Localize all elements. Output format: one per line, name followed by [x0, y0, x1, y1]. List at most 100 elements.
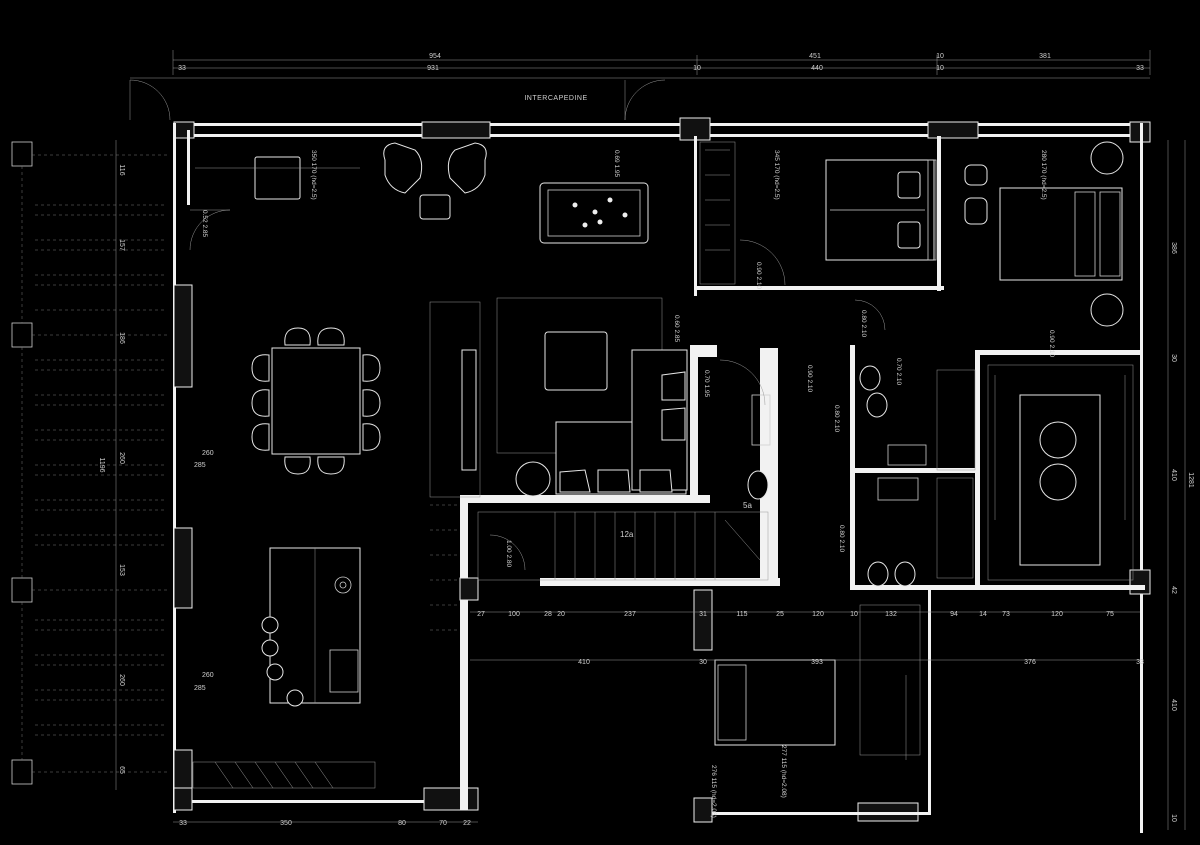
dim-mid-132: 132 — [885, 611, 897, 618]
dim-left-116: 116 — [118, 164, 125, 175]
dim-mid2-393: 393 — [811, 659, 823, 666]
dim-top-381: 381 — [1039, 53, 1051, 60]
dim-right-10: 10 — [1170, 814, 1177, 822]
window-label-0: 350 170 (hd=2.5) — [310, 150, 317, 200]
dim-mid-27: 27 — [477, 611, 485, 618]
dim-top-440: 440 — [811, 65, 823, 72]
dim-mid-120b: 120 — [1051, 611, 1063, 618]
dim-top-954: 954 — [429, 53, 441, 60]
dim-top-10a: 10 — [693, 65, 701, 72]
pillar-2 — [11, 322, 33, 348]
dim-left-186: 186 — [118, 332, 125, 344]
kitchen-dim-260b: 260 — [202, 672, 214, 679]
door-label-8: 1.00 2.80 — [505, 540, 512, 567]
door-label-6: 0.60 2.85 — [673, 315, 680, 342]
dim-mid-25: 25 — [776, 611, 784, 618]
dim-right-total: 1281 — [1187, 472, 1194, 488]
kitchen-dim-260a: 260 — [202, 450, 214, 457]
dim-mid-115: 115 — [736, 611, 747, 618]
dim-mid-31: 31 — [699, 611, 707, 618]
dim-mid-120a: 120 — [812, 611, 824, 618]
dim-right-410a: 410 — [1170, 469, 1177, 481]
window-label-2: 280 170 (hd=2.5) — [1040, 150, 1047, 200]
dim-bottom-33: 33 — [179, 820, 187, 827]
side-table — [419, 194, 451, 220]
dim-mid-10: 10 — [850, 611, 858, 618]
right-dimensions: 386 30 410 42 410 10 1281 — [1167, 140, 1194, 830]
doors: 0.52 2.85 0.69 1.95 0.90 2.10 0.90 2.10 … — [189, 79, 1055, 571]
dim-mid2-30: 30 — [699, 659, 707, 666]
bathrooms — [747, 365, 976, 587]
terrace-pergola: 116 157 186 260 153 260 65 1196 — [11, 79, 171, 790]
dim-top-33a: 33 — [178, 65, 186, 72]
dim-mid-75: 75 — [1106, 611, 1114, 618]
dim-mid2-410: 410 — [578, 659, 590, 666]
bed-2 — [999, 187, 1123, 281]
dim-mid-14: 14 — [979, 611, 987, 618]
top-dimensions: 954 451 10 381 33 931 10 440 10 33 INTER… — [130, 50, 1151, 102]
dim-top-451: 451 — [809, 53, 821, 60]
coffee-table — [544, 331, 608, 391]
dim-top-931: 931 — [427, 65, 439, 72]
armchair-2 — [447, 142, 487, 194]
pouf — [515, 461, 551, 497]
desk-chair — [254, 156, 301, 200]
dim-right-410b: 410 — [1170, 699, 1177, 711]
dim-left-260b: 260 — [118, 674, 125, 686]
dim-mid-237: 237 — [624, 611, 636, 618]
dim-mid-20: 20 — [557, 611, 565, 618]
bottom-dimensions: 33 350 80 70 22 — [173, 820, 478, 827]
intercapedine-label: INTERCAPEDINE — [524, 95, 587, 102]
pillar-3 — [11, 577, 33, 603]
door-label-10: 0.80 2.10 — [838, 525, 845, 552]
pillar-1 — [11, 141, 33, 167]
walls — [173, 117, 1151, 833]
dining-table — [271, 347, 361, 455]
dim-left-total: 1196 — [98, 457, 105, 472]
dim-mid-94: 94 — [950, 611, 958, 618]
dim-mid2-33: 33 — [1136, 659, 1144, 666]
door-label-1: 0.69 1.95 — [613, 150, 620, 177]
dim-right-30: 30 — [1170, 354, 1177, 362]
dim-right-42: 42 — [1170, 586, 1177, 594]
dim-mid-73: 73 — [1002, 611, 1010, 618]
tv-wall — [429, 301, 481, 498]
dim-bottom-70: 70 — [439, 820, 447, 827]
staircase: 12a 5a — [430, 501, 769, 631]
mid-dimensions: 27 100 28 20 237 31 115 25 120 10 132 94… — [470, 611, 1144, 666]
room-label-5a: 5a — [743, 501, 752, 510]
door-label-0: 0.52 2.85 — [201, 210, 208, 237]
dim-left-260a: 260 — [118, 452, 125, 464]
dim-mid2-376: 376 — [1024, 659, 1036, 666]
dim-left-153: 153 — [118, 564, 125, 576]
window-labels: 350 170 (hd=2.5) 345 170 (hd=2.5) 280 17… — [310, 150, 1047, 818]
dim-left-65: 65 — [118, 766, 125, 774]
door-label-3: 0.90 2.10 — [806, 365, 813, 392]
bedrooms — [699, 141, 1134, 760]
kitchen-dim-285a: 285 — [194, 462, 206, 469]
window-label-4: 276 115 (hd=2.08) — [710, 765, 717, 818]
door-label-2: 0.90 2.10 — [755, 262, 762, 289]
door-label-9: 0.70 1.95 — [703, 370, 710, 397]
armchair-1 — [383, 142, 423, 194]
living-area: 260 285 260 285 — [192, 142, 688, 789]
dim-bottom-350: 350 — [280, 820, 292, 827]
dim-right-386: 386 — [1170, 242, 1177, 254]
pillar-4 — [11, 759, 33, 785]
room-label-12a: 12a — [620, 530, 634, 539]
door-label-11: 0.90 2.10 — [1048, 330, 1055, 357]
window-label-3: 277 115 (hd=2.08) — [780, 745, 787, 798]
bed-3 — [714, 659, 836, 746]
tv-console — [461, 349, 477, 471]
door-label-5: 0.70 2.10 — [895, 358, 902, 385]
dim-top-10b: 10 — [936, 65, 944, 72]
dim-top-33b: 33 — [1136, 65, 1144, 72]
dim-top-10: 10 — [936, 53, 944, 60]
dim-bottom-80: 80 — [398, 820, 406, 827]
kitchen-dim-285b: 285 — [194, 685, 206, 692]
dim-mid-100: 100 — [508, 611, 520, 618]
dim-bottom-22: 22 — [463, 820, 471, 827]
dim-left-157: 157 — [118, 239, 125, 251]
door-label-4: 0.80 2.10 — [833, 405, 840, 432]
